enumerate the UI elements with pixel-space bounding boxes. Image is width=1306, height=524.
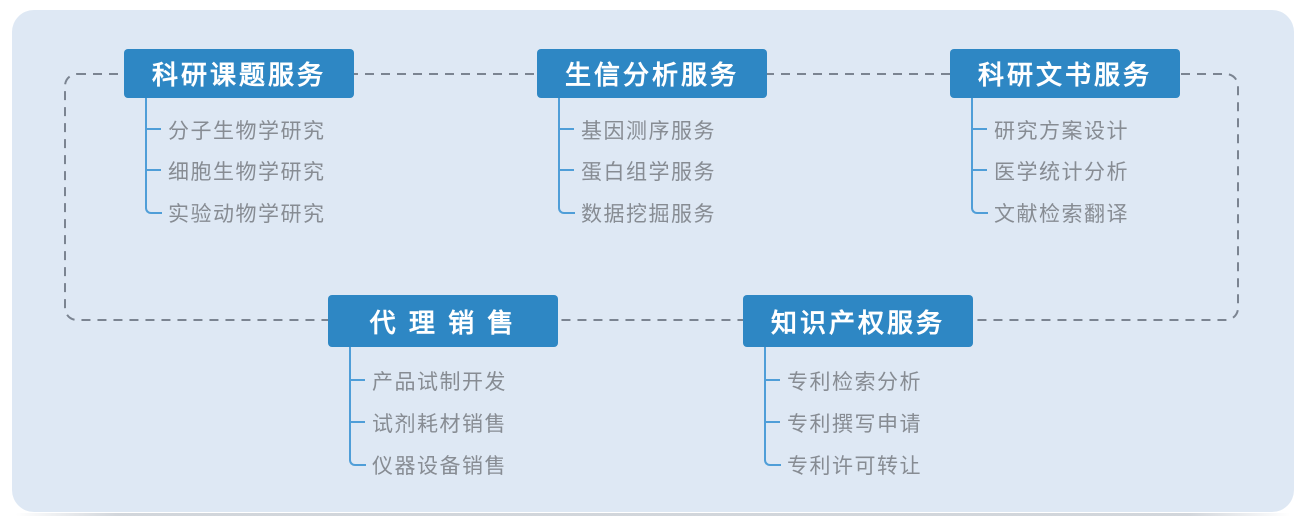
tree-branch-line <box>145 98 162 214</box>
group-title: 科研文书服务 <box>950 49 1180 98</box>
service-group-research-projects: 科研课题服务 分子生物学研究 细胞生物学研究 实验动物学研究 <box>124 49 354 233</box>
group-items: 分子生物学研究 细胞生物学研究 实验动物学研究 <box>124 98 354 233</box>
service-item: 文献检索翻译 <box>994 203 1129 226</box>
group-title: 知识产权服务 <box>743 295 973 347</box>
service-item: 专利许可转让 <box>787 455 922 478</box>
tree-tick-line <box>765 421 780 423</box>
service-item: 数据挖掘服务 <box>581 203 716 226</box>
service-group-research-documents: 科研文书服务 研究方案设计 医学统计分析 文献检索翻译 <box>950 49 1180 233</box>
tree-branch-line <box>558 98 575 214</box>
tree-tick-line <box>559 169 574 171</box>
service-item: 仪器设备销售 <box>372 455 507 478</box>
tree-tick-line <box>972 128 987 130</box>
tree-branch-line <box>971 98 988 214</box>
service-item: 研究方案设计 <box>994 120 1129 143</box>
tree-tick-line <box>350 379 365 381</box>
tree-tick-line <box>972 169 987 171</box>
group-title: 生信分析服务 <box>537 49 767 98</box>
tree-tick-line <box>146 169 161 171</box>
group-items: 专利检索分析 专利撰写申请 专利许可转让 <box>743 347 973 482</box>
group-items: 产品试制开发 试剂耗材销售 仪器设备销售 <box>328 347 558 482</box>
service-item: 试剂耗材销售 <box>372 413 507 436</box>
service-item: 实验动物学研究 <box>168 203 326 226</box>
tree-tick-line <box>559 128 574 130</box>
group-title: 科研课题服务 <box>124 49 354 98</box>
service-item: 专利检索分析 <box>787 371 922 394</box>
tree-tick-line <box>146 128 161 130</box>
service-item: 蛋白组学服务 <box>581 161 716 184</box>
group-title: 代 理 销 售 <box>328 295 558 347</box>
tree-tick-line <box>765 379 780 381</box>
service-item: 产品试制开发 <box>372 371 507 394</box>
group-items: 基因测序服务 蛋白组学服务 数据挖掘服务 <box>537 98 767 233</box>
tree-branch-line <box>764 347 781 466</box>
service-group-bioinformatics: 生信分析服务 基因测序服务 蛋白组学服务 数据挖掘服务 <box>537 49 767 233</box>
tree-branch-line <box>349 347 366 466</box>
service-item: 基因测序服务 <box>581 120 716 143</box>
service-item: 细胞生物学研究 <box>168 161 326 184</box>
service-group-agency-sales: 代 理 销 售 产品试制开发 试剂耗材销售 仪器设备销售 <box>328 295 558 482</box>
service-item: 专利撰写申请 <box>787 413 922 436</box>
bottom-divider-line <box>16 513 1290 516</box>
service-item: 分子生物学研究 <box>168 120 326 143</box>
group-items: 研究方案设计 医学统计分析 文献检索翻译 <box>950 98 1180 233</box>
service-item: 医学统计分析 <box>994 161 1129 184</box>
tree-tick-line <box>350 421 365 423</box>
service-group-intellectual-property: 知识产权服务 专利检索分析 专利撰写申请 专利许可转让 <box>743 295 973 482</box>
